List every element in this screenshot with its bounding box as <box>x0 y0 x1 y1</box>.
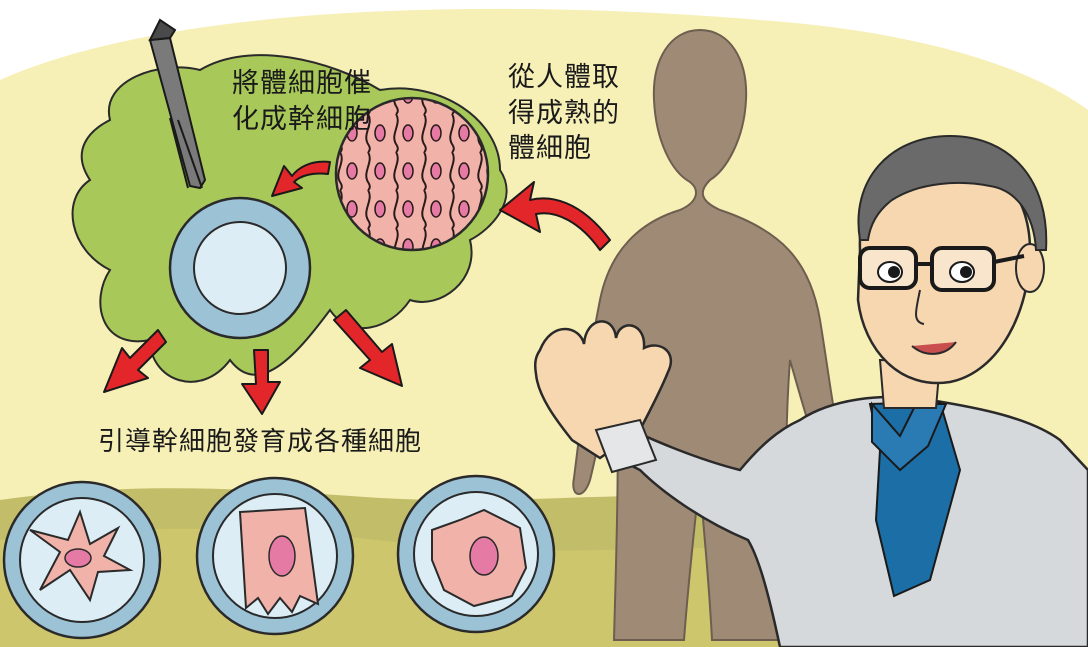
caption-line: 化成幹細胞 <box>232 102 372 138</box>
differentiate-caption: 引導幹細胞發育成各種細胞 <box>98 425 422 459</box>
differentiated-cell-muscle <box>197 478 353 634</box>
caption-line: 得成熟的 <box>508 96 620 132</box>
differentiated-cell-epithelial <box>398 476 554 632</box>
caption-line: 體細胞 <box>508 131 620 167</box>
differentiated-cell-neuron <box>4 482 160 638</box>
caption-line: 從人體取 <box>508 60 620 96</box>
induce-stem-cell-caption: 將體細胞催 化成幹細胞 <box>232 66 372 137</box>
caption-line: 將體細胞催 <box>232 66 372 102</box>
stem-cell <box>170 198 310 338</box>
obtain-somatic-cell-caption: 從人體取 得成熟的 體細胞 <box>508 60 620 167</box>
